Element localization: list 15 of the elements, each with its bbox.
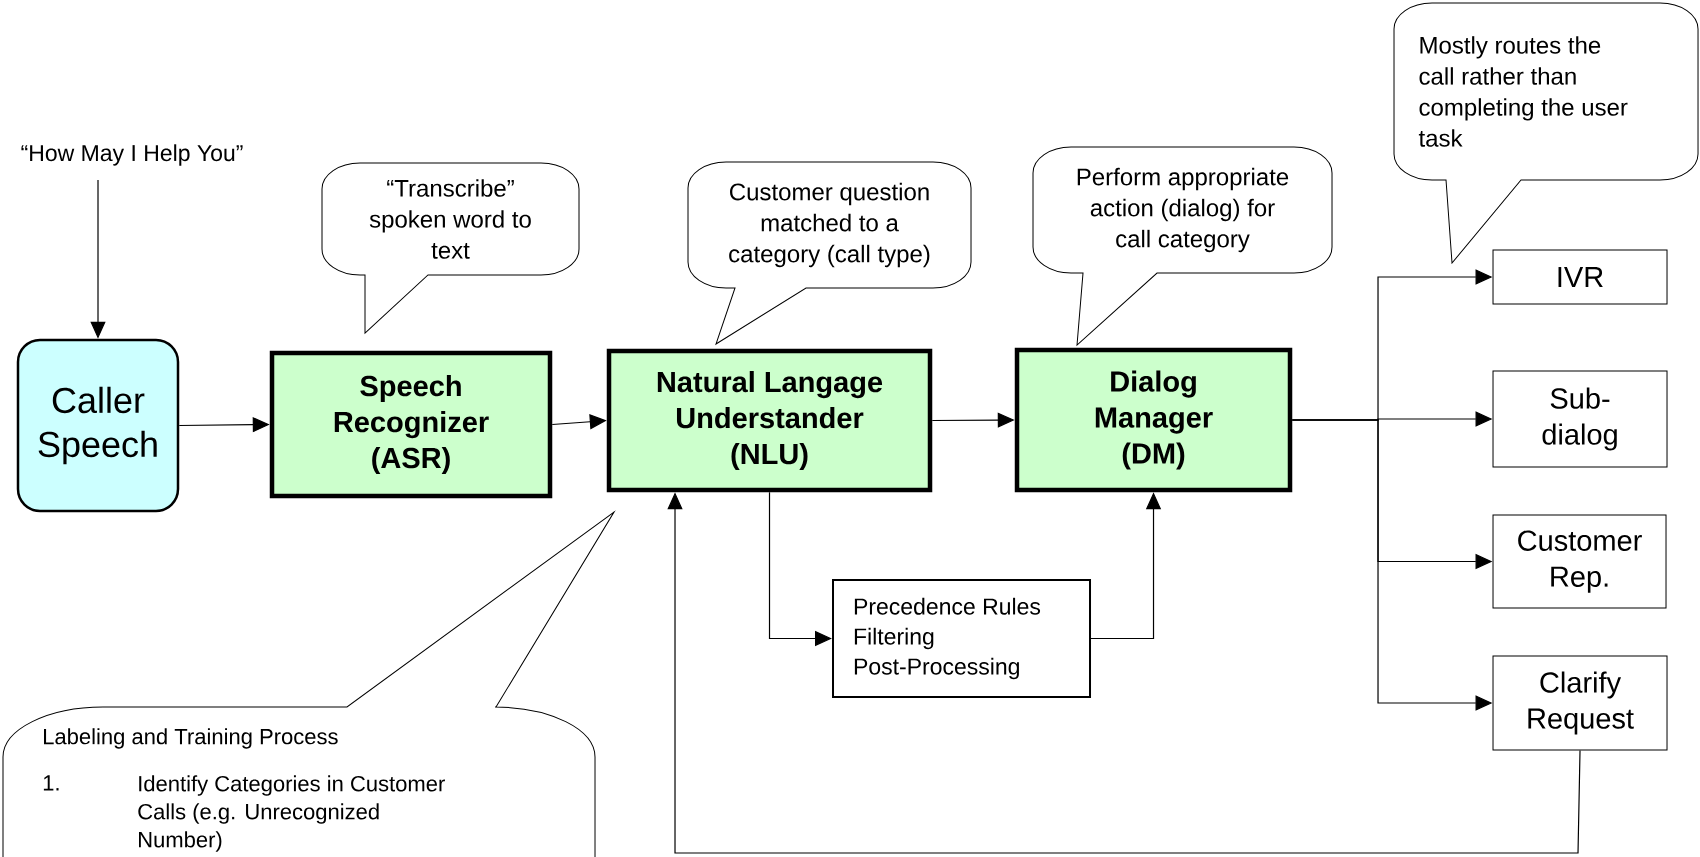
process-box: Dialog Manager (DM) <box>1014 347 1293 493</box>
speech-bubble: “Transcribe” spoken word to text <box>321 162 580 334</box>
speech-bubble: Perform appropriate action (dialog) for call category <box>1032 146 1333 346</box>
output-box: Sub-dialog <box>1492 370 1668 468</box>
speech-bubble: Customer question matched to a category (call type) <box>687 161 972 345</box>
output-box: IVR <box>1492 249 1668 305</box>
output-box: Clarify Request <box>1492 655 1668 751</box>
speech-bubble: Mostly routes the call rather than completing the user task <box>1393 2 1699 264</box>
output-box: Customer Rep. <box>1492 514 1667 609</box>
process-box: Speech Recognizer (ASR) <box>269 350 553 499</box>
process-box: Natural Langage Understander (NLU) <box>606 348 933 493</box>
rounded-box: Caller Speech <box>16 338 180 513</box>
rules-box: Precedence Rules Filtering Post-Processing <box>832 579 1091 698</box>
prompt-text: “How May I Help You” <box>21 144 243 166</box>
speech-bubble: Labeling and Training Process 1. Identify Categories in Customer Calls (e.g. Unrecognized Number) <box>2 511 615 857</box>
